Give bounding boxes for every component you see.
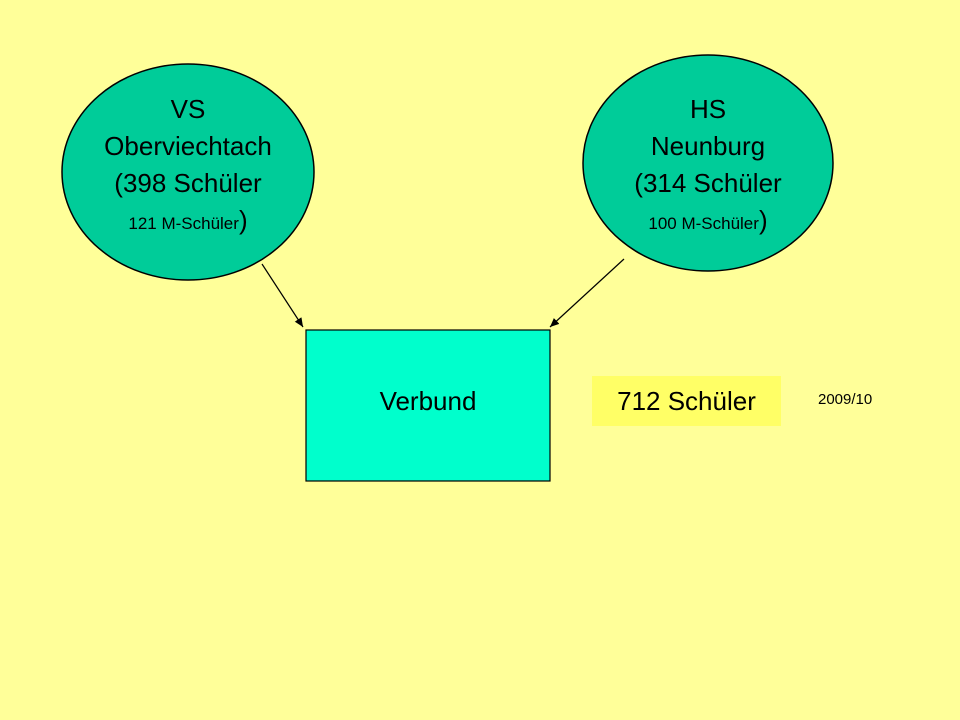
left-node-ellipse bbox=[61, 63, 315, 281]
right-node-name: Neunburg bbox=[650, 131, 766, 161]
left-node-name: Oberviechtach bbox=[104, 131, 272, 161]
right-node-m-students: 100 M-Schüler bbox=[648, 214, 759, 233]
right-node-type: HS bbox=[689, 94, 727, 124]
total-students-badge: 712 Schüler bbox=[592, 376, 781, 426]
left-node-students: (398 Schüler bbox=[114, 168, 262, 198]
right-node-label: HS Neunburg (314 Schüler 100 M-Schüler) bbox=[580, 91, 836, 243]
school-year-label: 2009/10 bbox=[818, 391, 873, 408]
left-node-m-students: 121 M-Schüler bbox=[128, 214, 239, 233]
right-node-ellipse bbox=[582, 54, 834, 272]
left-node-close-paren: ) bbox=[238, 205, 248, 235]
left-arrow bbox=[261, 263, 304, 328]
left-node-m-students-line: 121 M-Schüler) bbox=[60, 202, 316, 243]
verbund-label: Verbund bbox=[379, 386, 477, 416]
left-node-label: VS Oberviechtach (398 Schüler 121 M-Schü… bbox=[60, 91, 316, 243]
left-node-type: VS bbox=[170, 94, 206, 124]
right-arrow bbox=[549, 258, 625, 328]
right-node-students: (314 Schüler bbox=[634, 168, 782, 198]
verbund-box bbox=[305, 329, 551, 482]
right-node-m-students-line: 100 M-Schüler) bbox=[580, 202, 836, 243]
right-node-close-paren: ) bbox=[758, 205, 768, 235]
